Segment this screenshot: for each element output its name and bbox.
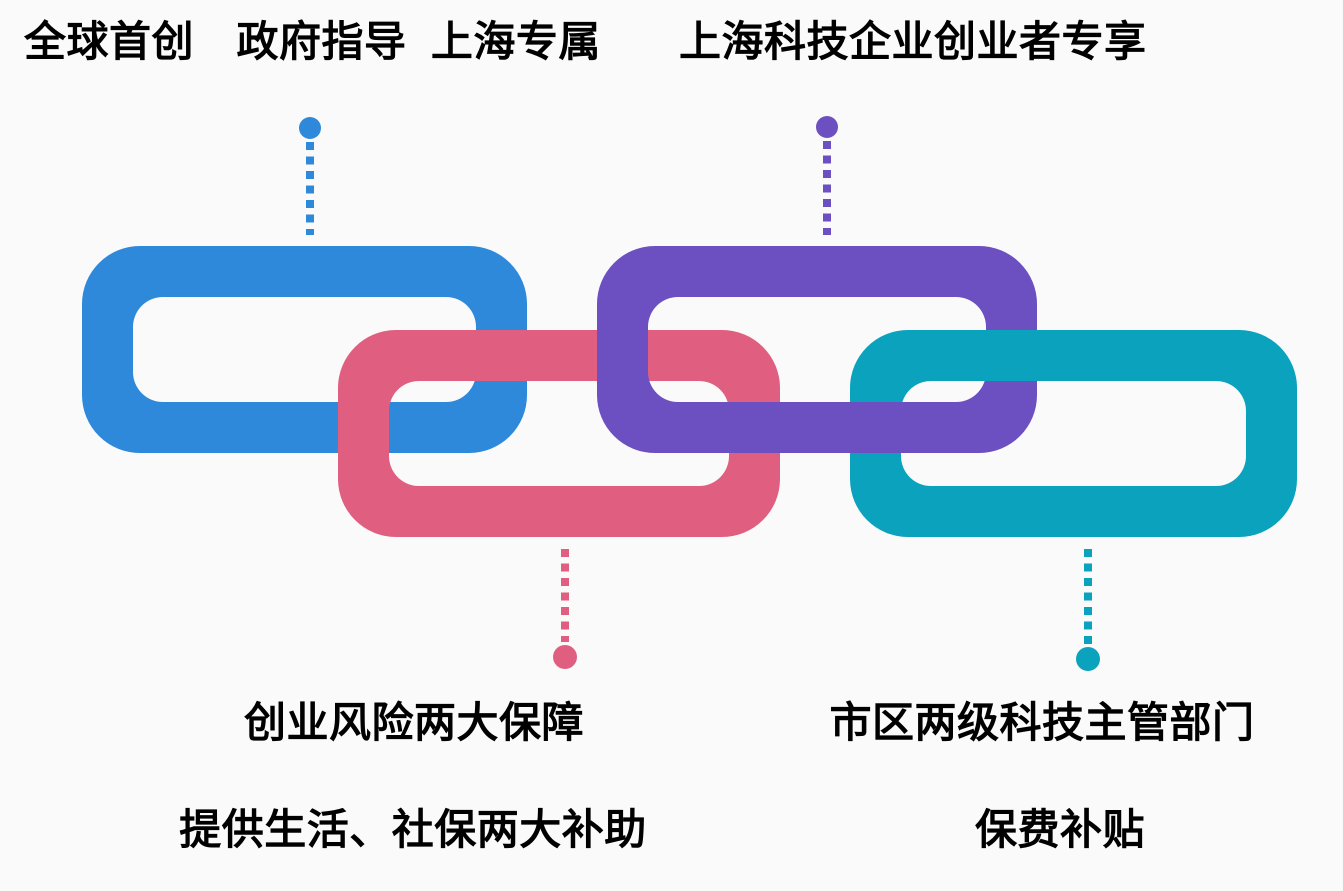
label-top-right: 上海科技企业创业者专享 [679,18,1147,65]
label-top-left: 全球首创 政府指导 上海专属 [24,18,601,65]
connector-blue-top-dot [299,117,321,139]
label-bottom-right-line1: 市区两级科技主管部门 [829,699,1255,746]
connector-teal-bottom-dot [1076,647,1100,671]
connector-purple-top-dot [816,116,838,138]
purple-over-teal-patch [843,402,915,453]
chain-link-blue [82,246,527,453]
label-bottom-right-line2: 保费补贴 [974,806,1146,853]
chain-link-pink [338,330,780,537]
label-bottom-left-line1: 创业风险两大保障 [243,699,585,746]
connector-pink-bottom-dot [553,645,577,669]
chain-link-purple [597,246,1037,453]
chain-link-teal [850,330,1297,537]
label-bottom-left-line2: 提供生活、社保两大补助 [179,806,647,853]
